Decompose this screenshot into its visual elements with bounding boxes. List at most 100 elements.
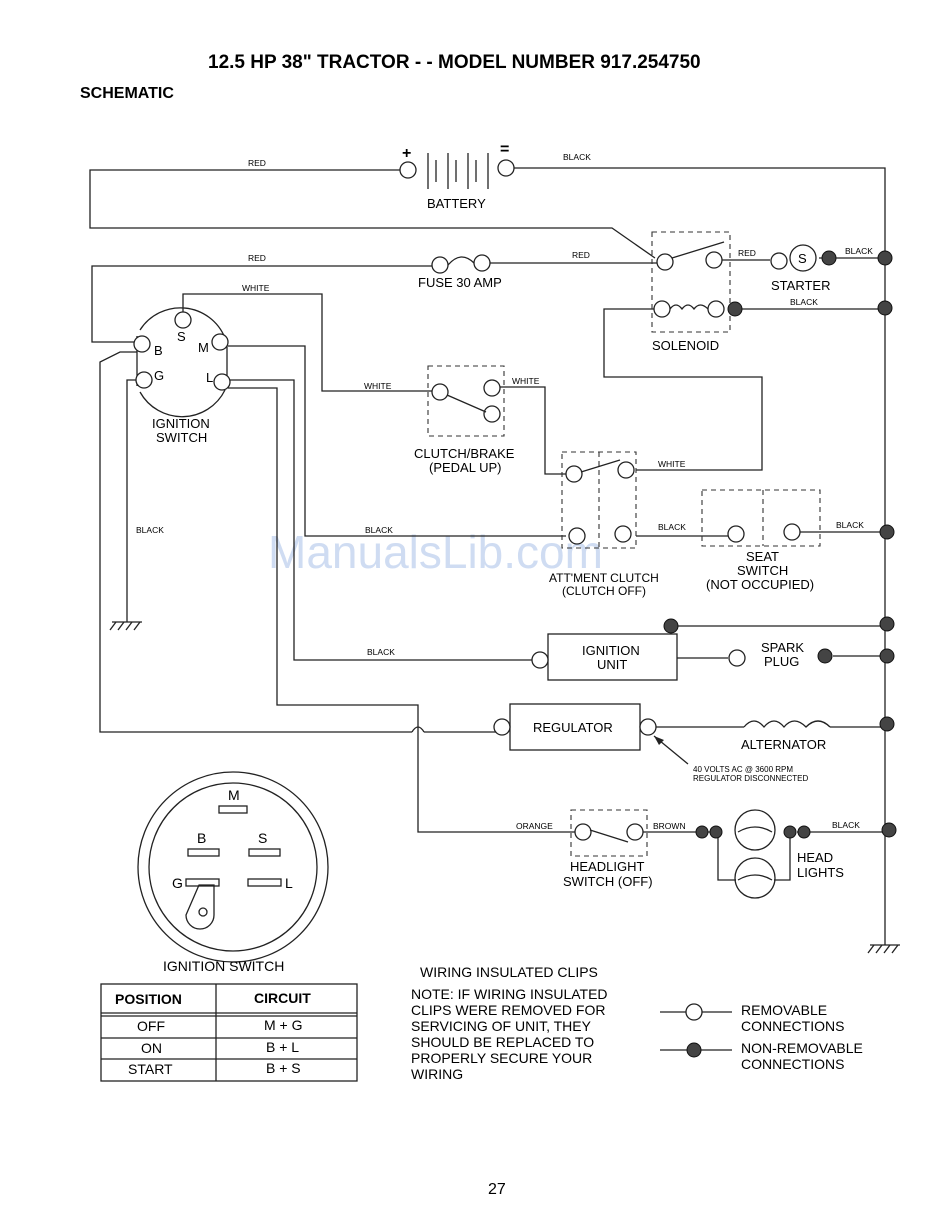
- alternator-note: REGULATOR DISCONNECTED: [693, 774, 808, 783]
- alternator-note: 40 VOLTS AC @ 3600 RPM: [693, 765, 793, 774]
- face-m-label: M: [228, 787, 240, 803]
- note-line: NOTE: IF WIRING INSULATED: [411, 986, 608, 1002]
- ignition-switch-schematic: B S M G L IGNITION SWITCH: [133, 307, 231, 445]
- attment-clutch-switch: ATT'MENT CLUTCH (CLUTCH OFF): [549, 451, 659, 598]
- wire-label-black: BLACK: [790, 297, 818, 307]
- wire-label-black: BLACK: [832, 820, 860, 830]
- face-l-label: L: [285, 875, 293, 891]
- battery-plus-sign: +: [402, 145, 411, 162]
- clutch-brake-label: (PEDAL UP): [429, 460, 501, 475]
- face-b-label: B: [197, 830, 206, 846]
- legend: REMOVABLE CONNECTIONS NON-REMOVABLE CONN…: [660, 1002, 863, 1072]
- starter-label: STARTER: [771, 278, 830, 293]
- solenoid: SOLENOID: [651, 231, 743, 353]
- wire-label-black: BLACK: [365, 525, 393, 535]
- headlight-switch: HEADLIGHT SWITCH (OFF): [563, 809, 653, 889]
- head-lights: HEAD LIGHTS: [695, 809, 897, 899]
- wire-label-black: BLACK: [658, 522, 686, 532]
- starter-s-mark: S: [798, 251, 807, 266]
- page-number: 27: [488, 1181, 506, 1198]
- headlight-switch-label: SWITCH (OFF): [563, 874, 653, 889]
- clutch-brake-switch: CLUTCH/BRAKE (PEDAL UP): [414, 365, 515, 475]
- regulator-label: REGULATOR: [533, 720, 613, 735]
- wire-label-white: WHITE: [512, 376, 540, 386]
- seat-switch-label: SEAT: [746, 549, 779, 564]
- wire-label-white: WHITE: [658, 459, 686, 469]
- table-cell: B + L: [266, 1039, 299, 1055]
- watermark: ManualsLib.com: [268, 526, 603, 578]
- spark-plug-label: PLUG: [764, 654, 799, 669]
- ignition-switch-label: IGNITION: [152, 416, 210, 431]
- note-line: WIRING: [411, 1066, 463, 1082]
- terminal-g-label: G: [154, 368, 164, 383]
- clutch-brake-label: CLUTCH/BRAKE: [414, 446, 515, 461]
- ignition-switch-face: M B S G L IGNITION SWITCH: [137, 771, 329, 974]
- wire-label-black: BLACK: [563, 152, 591, 162]
- table-cell: START: [128, 1061, 173, 1077]
- note-line: SHOULD BE REPLACED TO: [411, 1034, 594, 1050]
- spark-plug-label: SPARK: [761, 640, 804, 655]
- table-header-position: POSITION: [115, 991, 182, 1007]
- head-lights-label: HEAD: [797, 850, 833, 865]
- seat-switch-label: SWITCH: [737, 563, 788, 578]
- schematic-subtitle: SCHEMATIC: [80, 85, 174, 102]
- wire-label-white: WHITE: [364, 381, 392, 391]
- note-heading: WIRING INSULATED CLIPS: [420, 964, 598, 980]
- wire-label-black: BLACK: [836, 520, 864, 530]
- removable-connection-icon: [685, 1003, 703, 1021]
- head-lights-label: LIGHTS: [797, 865, 844, 880]
- ignition-unit-label: UNIT: [597, 657, 627, 672]
- wire-label-white: WHITE: [242, 283, 270, 293]
- table-cell: ON: [141, 1040, 162, 1056]
- ignition-switch-caption: IGNITION SWITCH: [163, 958, 284, 974]
- legend-nonremovable-label: CONNECTIONS: [741, 1056, 844, 1072]
- wiring-note: WIRING INSULATED CLIPS NOTE: IF WIRING I…: [411, 964, 608, 1082]
- ignition-switch-label: SWITCH: [156, 430, 207, 445]
- wire-label-red: RED: [248, 158, 266, 168]
- legend-removable-label: CONNECTIONS: [741, 1018, 844, 1034]
- table-cell: B + S: [266, 1060, 301, 1076]
- wiring: [89, 167, 900, 954]
- table-cell: M + G: [264, 1017, 303, 1033]
- non-removable-connection-icon: [686, 1042, 702, 1058]
- battery-label: BATTERY: [427, 196, 486, 211]
- alternator-label: ALTERNATOR: [741, 737, 826, 752]
- table-cell: OFF: [137, 1018, 165, 1034]
- solenoid-label: SOLENOID: [652, 338, 719, 353]
- wire-label-red: RED: [738, 248, 756, 258]
- regulator: REGULATOR: [411, 703, 657, 751]
- attment-clutch-label: (CLUTCH OFF): [562, 584, 646, 598]
- legend-nonremovable-label: NON-REMOVABLE: [741, 1040, 863, 1056]
- wire-label-brown: BROWN: [653, 821, 686, 831]
- terminal-l-label: L: [206, 370, 213, 385]
- note-line: SERVICING OF UNIT, THEY: [411, 1018, 592, 1034]
- note-line: CLIPS WERE REMOVED FOR: [411, 1002, 605, 1018]
- legend-removable-label: REMOVABLE: [741, 1002, 827, 1018]
- battery: + = BATTERY: [399, 141, 515, 211]
- wire-label-orange: ORANGE: [516, 821, 553, 831]
- note-line: PROPERLY SECURE YOUR: [411, 1050, 592, 1066]
- seat-switch: SEAT SWITCH (NOT OCCUPIED): [701, 489, 821, 592]
- ignition-unit-label: IGNITION: [582, 643, 640, 658]
- terminal-b-label: B: [154, 343, 163, 358]
- terminal-s-label: S: [177, 329, 186, 344]
- ground-bus-connections: [877, 250, 895, 732]
- fuse-label: FUSE 30 AMP: [418, 275, 502, 290]
- face-g-label: G: [172, 875, 183, 891]
- page-title: 12.5 HP 38" TRACTOR - - MODEL NUMBER 917…: [208, 52, 701, 73]
- seat-switch-label: (NOT OCCUPIED): [706, 577, 814, 592]
- wire-label-black: BLACK: [845, 246, 873, 256]
- starter: S STARTER: [770, 244, 837, 293]
- attment-clutch-label: ATT'MENT CLUTCH: [549, 571, 659, 585]
- wire-label-black: BLACK: [367, 647, 395, 657]
- ignition-position-table: POSITION CIRCUIT OFF M + G ON B + L STAR…: [100, 983, 358, 1082]
- alternator: ALTERNATOR 40 VOLTS AC @ 3600 RPM REGULA…: [653, 720, 831, 783]
- wire-label-red: RED: [248, 253, 266, 263]
- battery-minus-sign: =: [500, 141, 509, 158]
- wire-label-black: BLACK: [136, 525, 164, 535]
- wire-label-red: RED: [572, 250, 590, 260]
- fuse-30-amp: FUSE 30 AMP: [418, 254, 502, 290]
- spark-plug: SPARK PLUG: [728, 640, 833, 669]
- table-header-circuit: CIRCUIT: [254, 990, 311, 1006]
